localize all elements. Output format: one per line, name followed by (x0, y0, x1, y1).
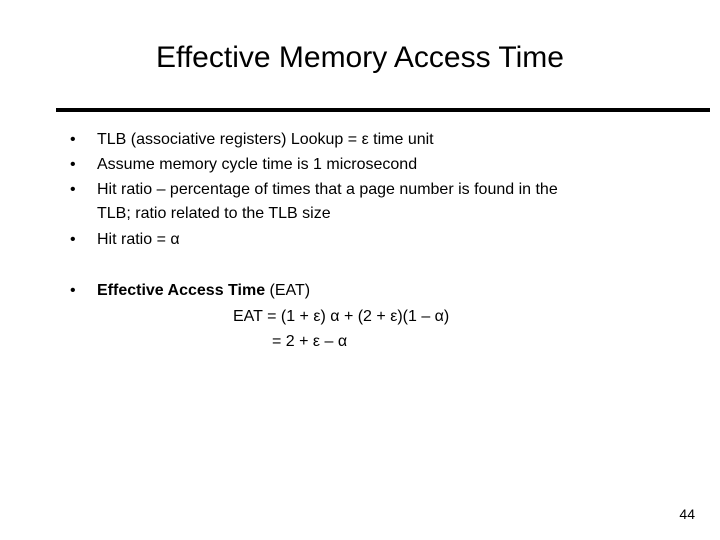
eat-abbreviation: (EAT) (265, 282, 311, 299)
bullet-marker: • (70, 282, 76, 299)
slide-title: Effective Memory Access Time (156, 41, 564, 74)
title-divider (56, 108, 710, 112)
eat-simplified: = 2 + ε – α (272, 333, 348, 350)
bullet-text: Hit ratio = α (97, 231, 180, 248)
bullet-text: TLB (associative registers) Lookup = ε t… (97, 131, 434, 148)
bullet-marker: • (70, 131, 76, 148)
bullet-marker: • (70, 231, 76, 248)
eat-term: Effective Access Time (97, 282, 266, 299)
bullet-text: Effective Access Time (EAT) (97, 279, 310, 303)
bullet-marker: • (70, 156, 76, 173)
bullet-text: Assume memory cycle time is 1 microsecon… (97, 156, 418, 173)
bullet-text-line: Hit ratio – percentage of times that a p… (97, 181, 558, 198)
bullet-text-line: TLB; ratio related to the TLB size (97, 205, 331, 222)
eat-equation: EAT = (1 + ε) α + (2 + ε)(1 – α) (233, 308, 450, 325)
bullet-marker: • (70, 181, 76, 198)
page-number: 44 (679, 506, 695, 522)
